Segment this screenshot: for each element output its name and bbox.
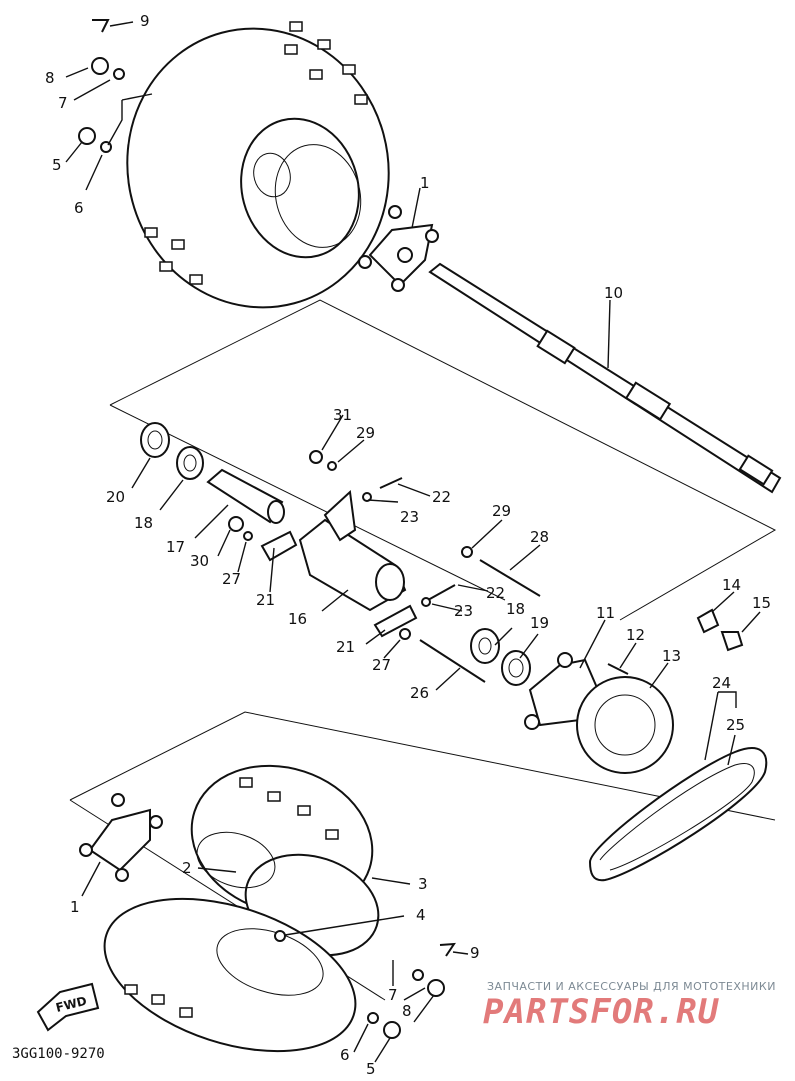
callout-21-left: 21	[256, 591, 275, 609]
callout-28: 28	[530, 528, 549, 546]
callout-1-lower: 1	[70, 898, 80, 916]
callout-23-lower: 23	[454, 602, 473, 620]
sprocket-hub	[524, 608, 744, 774]
callout-6-lower: 6	[340, 1046, 350, 1064]
callout-27-right: 27	[372, 656, 391, 674]
wheel-hub-upper	[358, 205, 439, 292]
callout-29-upper: 29	[356, 424, 375, 442]
leader-lines	[65, 21, 761, 1063]
callout-22-upper: 22	[432, 488, 451, 506]
callout-26: 26	[410, 684, 429, 702]
callout-7-lower: 7	[388, 986, 398, 1004]
callout-2: 2	[182, 859, 192, 877]
callout-19: 19	[530, 614, 549, 632]
rear-wheel-lower	[103, 764, 380, 1053]
callout-25: 25	[726, 716, 745, 734]
callout-8-lower: 8	[402, 1002, 412, 1020]
callout-8-top: 8	[45, 69, 55, 87]
callout-7-top: 7	[58, 94, 68, 112]
fwd-arrow: FWD	[36, 982, 100, 1032]
rear-wheel-upper	[126, 21, 390, 309]
callout-11: 11	[596, 604, 615, 622]
part-code-label: 3GG100-9270	[12, 1046, 105, 1062]
rear-axle	[428, 262, 782, 494]
drive-chain	[588, 747, 768, 882]
callout-30: 30	[190, 552, 209, 570]
callout-16: 16	[288, 610, 307, 628]
callout-1-top: 1	[420, 174, 430, 192]
callout-18-left: 18	[134, 514, 153, 532]
wheel-hub-lower	[79, 793, 163, 882]
fasteners	[78, 19, 456, 1039]
callout-9-lower: 9	[470, 944, 480, 962]
callout-20: 20	[106, 488, 125, 506]
watermark-logo: PARTSFOR.RU	[483, 992, 720, 1032]
callout-6-top: 6	[74, 199, 84, 217]
callout-18-right: 18	[506, 600, 525, 618]
callout-27-left: 27	[222, 570, 241, 588]
watermark-tagline: ЗАПЧАСТИ И АКСЕССУАРЫ ДЛЯ МОТОТЕХНИКИ	[487, 980, 776, 993]
callout-10: 10	[604, 284, 623, 302]
callout-4: 4	[416, 906, 426, 924]
callout-labels: 9 8 7 5 6 1 10 31 29 20 18 22 23 29 28 1…	[45, 12, 771, 1078]
callout-13: 13	[662, 647, 681, 665]
callout-5-lower: 5	[366, 1060, 376, 1077]
callout-22-lower: 22	[486, 584, 505, 602]
callout-17: 17	[166, 538, 185, 556]
callout-23-upper: 23	[400, 508, 419, 526]
callout-21-right: 21	[336, 638, 355, 656]
callout-5-top: 5	[52, 156, 62, 174]
callout-12: 12	[626, 626, 645, 644]
callout-24: 24	[712, 674, 731, 692]
callout-9-top: 9	[140, 12, 150, 30]
callout-15: 15	[752, 594, 771, 612]
axle-housing-assembly	[140, 422, 541, 686]
callout-14: 14	[722, 576, 741, 594]
callout-31: 31	[333, 406, 352, 424]
callout-29-right: 29	[492, 502, 511, 520]
callout-3: 3	[418, 875, 428, 893]
